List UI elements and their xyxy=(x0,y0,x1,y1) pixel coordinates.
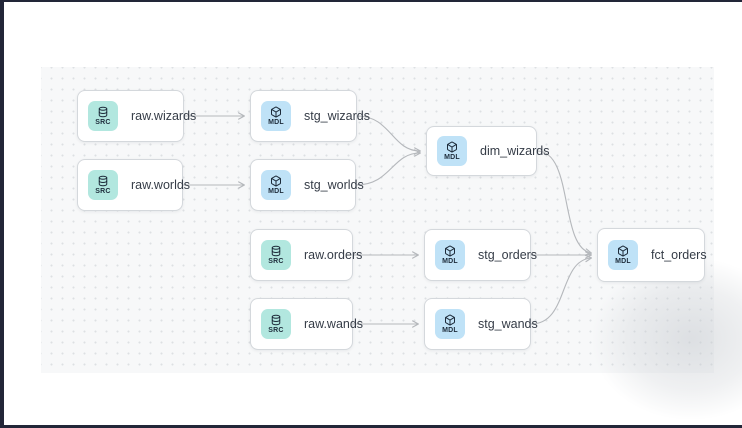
database-icon xyxy=(270,314,282,326)
window-frame-top xyxy=(0,0,742,2)
model-type-badge: MDL xyxy=(435,240,465,270)
node-stg_orders[interactable]: MDL stg_orders xyxy=(424,229,537,281)
database-icon xyxy=(97,175,109,187)
node-label: dim_wizards xyxy=(480,144,550,158)
node-label: stg_worlds xyxy=(304,178,364,192)
node-dim_wizards[interactable]: MDL dim_wizards xyxy=(426,126,549,176)
cube-icon xyxy=(617,245,629,257)
node-label: raw.orders xyxy=(304,248,363,262)
node-label: raw.worlds xyxy=(131,178,191,192)
edge-stg_worlds-to-dim_wizards xyxy=(355,149,421,186)
node-fct_orders[interactable]: MDL fct_orders xyxy=(597,228,707,282)
source-type-badge: SRC xyxy=(261,309,291,339)
model-type-badge: MDL xyxy=(435,309,465,339)
model-type-badge: MDL xyxy=(261,101,291,131)
node-stg_worlds[interactable]: MDL stg_worlds xyxy=(250,159,364,211)
cube-icon xyxy=(446,141,458,153)
source-type-badge: SRC xyxy=(261,240,291,270)
node-stg_wizards[interactable]: MDL stg_wizards xyxy=(250,90,370,142)
database-icon xyxy=(270,245,282,257)
model-type-badge: MDL xyxy=(608,240,638,270)
node-label: raw.wands xyxy=(304,317,364,331)
model-type-badge: MDL xyxy=(261,170,291,200)
node-raw_wands[interactable]: SRC raw.wands xyxy=(250,298,363,350)
node-label: fct_orders xyxy=(651,248,707,262)
cube-icon xyxy=(270,175,282,187)
database-icon xyxy=(97,106,109,118)
model-type-badge: MDL xyxy=(437,136,467,166)
node-raw_orders[interactable]: SRC raw.orders xyxy=(250,229,362,281)
node-label: stg_wands xyxy=(478,317,538,331)
cube-icon xyxy=(444,314,456,326)
source-type-badge: SRC xyxy=(88,170,118,200)
node-raw_worlds[interactable]: SRC raw.worlds xyxy=(77,159,190,211)
edge-stg_wizards-to-dim_wizards xyxy=(356,115,421,155)
node-label: raw.wizards xyxy=(131,109,197,123)
node-stg_wands[interactable]: MDL stg_wands xyxy=(424,298,538,350)
window-frame-bottom xyxy=(0,425,742,428)
edge-stg_wands-to-fct_orders xyxy=(530,254,592,325)
cube-icon xyxy=(444,245,456,257)
cube-icon xyxy=(270,106,282,118)
node-label: stg_orders xyxy=(478,248,538,262)
node-label: stg_wizards xyxy=(304,109,370,123)
node-raw_wizards[interactable]: SRC raw.wizards xyxy=(77,90,196,142)
source-type-badge: SRC xyxy=(88,101,118,131)
edge-dim_wizards-to-fct_orders xyxy=(536,150,592,256)
window-frame-left xyxy=(0,0,4,428)
